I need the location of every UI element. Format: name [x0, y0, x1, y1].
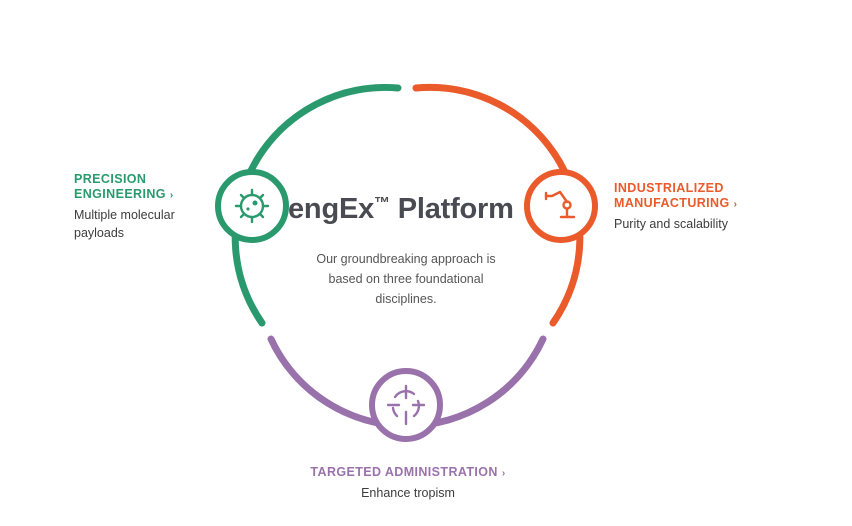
- platform-title: engEx™ Platform: [288, 193, 514, 226]
- precision-engineering-block: PRECISION ENGINEERING› Multiple molecula…: [74, 172, 204, 242]
- crosshair-icon: [386, 384, 426, 426]
- platform-title-rest: Platform: [389, 193, 514, 225]
- chevron-right-icon: ›: [169, 190, 174, 201]
- industrial-icon-node[interactable]: [524, 169, 598, 243]
- targeted-description: Enhance tropism: [361, 486, 455, 500]
- targeted-administration-block: TARGETED ADMINISTRATION› Enhance tropism: [308, 465, 508, 502]
- orange-ring-arc: [412, 83, 584, 327]
- robot-arm-icon: [544, 190, 576, 219]
- platform-description: Our groundbreaking approach is based on …: [316, 252, 496, 306]
- targeted-administration-link[interactable]: TARGETED ADMINISTRATION›: [308, 465, 508, 481]
- platform-title-main: engEx: [288, 193, 375, 225]
- industrial-title-line1: INDUSTRIALIZED: [614, 181, 724, 195]
- chevron-right-icon: ›: [501, 468, 506, 479]
- industrialized-manufacturing-link[interactable]: INDUSTRIALIZED MANUFACTURING›: [614, 181, 784, 212]
- precision-title-line1: PRECISION: [74, 172, 147, 186]
- virus-icon: [234, 188, 270, 224]
- targeted-icon-node[interactable]: [369, 368, 443, 442]
- precision-title-line2: ENGINEERING: [74, 187, 166, 201]
- targeted-title: TARGETED ADMINISTRATION: [310, 465, 498, 479]
- industrialized-manufacturing-block: INDUSTRIALIZED MANUFACTURING› Purity and…: [614, 181, 784, 233]
- precision-engineering-link[interactable]: PRECISION ENGINEERING›: [74, 172, 204, 203]
- precision-icon-node[interactable]: [215, 169, 289, 243]
- green-ring-arc: [231, 83, 402, 327]
- industrial-title-line2: MANUFACTURING: [614, 196, 730, 210]
- chevron-right-icon: ›: [733, 199, 738, 210]
- precision-description: Multiple molecular payloads: [74, 208, 175, 240]
- industrial-description: Purity and scalability: [614, 217, 728, 231]
- trademark-mark: ™: [374, 195, 390, 212]
